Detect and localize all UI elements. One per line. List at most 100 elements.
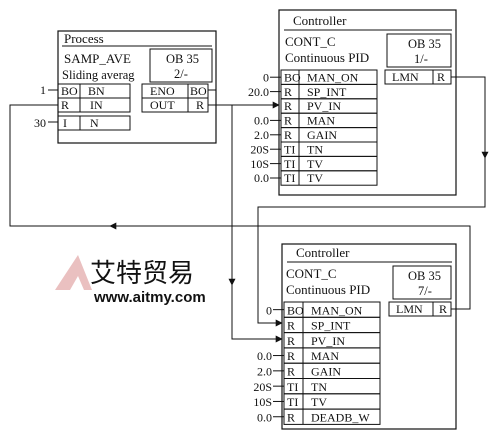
input-type: TI — [284, 157, 295, 171]
controller1-input-tv: TI TV 10S — [250, 155, 378, 172]
input-name: TN — [311, 380, 327, 394]
input-type: R — [284, 85, 292, 99]
input-name: PV_IN — [311, 334, 345, 348]
process-input-in: R IN — [57, 97, 131, 113]
input-type: R — [287, 334, 295, 348]
input-type: R — [284, 114, 292, 128]
input-value: 10S — [253, 395, 272, 409]
controller1-desc: Continuous PID — [285, 50, 369, 65]
controller2-output-lmn: LMN R — [388, 301, 452, 317]
controller1-name: CONT_C — [285, 34, 336, 49]
output-type: R — [196, 98, 204, 112]
wire-c1-lmn-loop — [257, 158, 486, 327]
input-name: MAN — [311, 349, 339, 363]
input-type: BO — [287, 303, 304, 317]
input-name: DEADB_W — [311, 410, 370, 424]
input-name: IN — [90, 98, 103, 112]
connection-wires — [9, 76, 489, 343]
wire-c1-lmn-to-c2-spint — [451, 76, 486, 155]
input-type: TI — [287, 380, 298, 394]
process-ob: OB 35 — [166, 52, 199, 66]
input-value: 30 — [34, 116, 46, 130]
controller1-ob: OB 35 — [408, 37, 441, 51]
input-name: MAN_ON — [311, 303, 363, 317]
input-type: R — [61, 98, 69, 112]
output-type: R — [437, 70, 445, 84]
input-value: 0 — [263, 70, 269, 84]
input-value: 0.0 — [254, 171, 269, 185]
input-value: 20.0 — [248, 85, 269, 99]
input-value: 0.0 — [257, 410, 272, 424]
input-value: 0 — [266, 303, 272, 317]
input-name: TV — [311, 395, 327, 409]
process-name: SAMP_AVE — [64, 51, 131, 66]
input-type: R — [284, 99, 292, 113]
controller1-ob-sub: 1/- — [414, 52, 428, 66]
input-value: 1 — [40, 83, 46, 97]
controller2-input-pv-in: R PV_IN — [283, 332, 381, 349]
input-name: MAN_ON — [307, 70, 359, 84]
input-name: PV_IN — [307, 99, 341, 113]
input-name: TN — [307, 142, 323, 156]
input-name: GAIN — [307, 128, 337, 142]
input-type: BO — [284, 70, 301, 84]
watermark-brand: 艾特贸易 — [90, 258, 194, 288]
controller2-desc: Continuous PID — [286, 282, 370, 297]
controller2-input-man-on: BO MAN_ON 0 — [266, 301, 381, 318]
input-name: TV — [307, 171, 323, 185]
input-value: 2.0 — [257, 365, 272, 379]
controller1-input-pv-in: R PV_IN — [280, 98, 378, 114]
controller1-block: Controller CONT_C Continuous PID OB 35 1… — [248, 9, 457, 196]
process-desc: Sliding averag — [62, 68, 135, 82]
input-name: SP_INT — [311, 319, 351, 333]
controller2-input-deadb-w: R DEADB_W 0.0 — [257, 408, 381, 425]
controller2-input-sp-int: R SP_INT — [283, 316, 381, 334]
input-name: SP_INT — [307, 85, 347, 99]
input-type: R — [284, 128, 292, 142]
input-value: 10S — [250, 157, 269, 171]
watermark-url: www.aitmy.com — [93, 289, 206, 306]
output-type: BO — [190, 84, 207, 98]
input-type: TI — [287, 395, 298, 409]
process-input-n: 30 I N — [34, 115, 131, 131]
controller2-name: CONT_C — [286, 266, 337, 281]
controller2-title: Controller — [296, 245, 350, 260]
controller1-output-lmn: LMN R — [384, 69, 452, 85]
controller1-title: Controller — [293, 13, 347, 28]
output-name: LMN — [396, 302, 423, 316]
input-name: N — [90, 116, 99, 130]
process-input-bn: 1 BO BN — [40, 83, 131, 99]
output-name: ENO — [150, 84, 175, 98]
input-type: R — [287, 410, 295, 424]
input-type: R — [287, 319, 295, 333]
input-name: TV — [307, 157, 323, 171]
controller1-input-sp-int: R SP_INT 20.0 — [248, 83, 378, 100]
wire-out-to-c2-pvin — [231, 105, 283, 343]
process-output-out: OUT R — [141, 97, 209, 113]
controller1-input-man-on: BO MAN_ON 0 — [263, 69, 378, 85]
controller1-input-gain: R GAIN 2.0 — [254, 127, 378, 143]
wire-c2-lmn-feedback — [9, 104, 471, 310]
controller2-input-tn: TI TN 20S — [253, 378, 381, 395]
watermark: 艾特贸易 www.aitmy.com — [55, 255, 206, 306]
input-value: 20S — [253, 380, 272, 394]
process-ob-sub: 2/- — [174, 67, 188, 81]
process-title: Process — [64, 31, 104, 46]
input-type: I — [63, 116, 67, 130]
input-value: 0.0 — [254, 114, 269, 128]
input-name: BN — [88, 84, 105, 98]
input-value: 0.0 — [257, 349, 272, 363]
input-name: MAN — [307, 114, 335, 128]
process-block: Process SAMP_AVE Sliding averag OB 35 2/… — [34, 30, 217, 144]
controller2-input-tv: TI TV 10S — [253, 393, 381, 410]
input-name: GAIN — [311, 365, 341, 379]
input-type: BO — [61, 84, 78, 98]
input-value: 2.0 — [254, 128, 269, 142]
